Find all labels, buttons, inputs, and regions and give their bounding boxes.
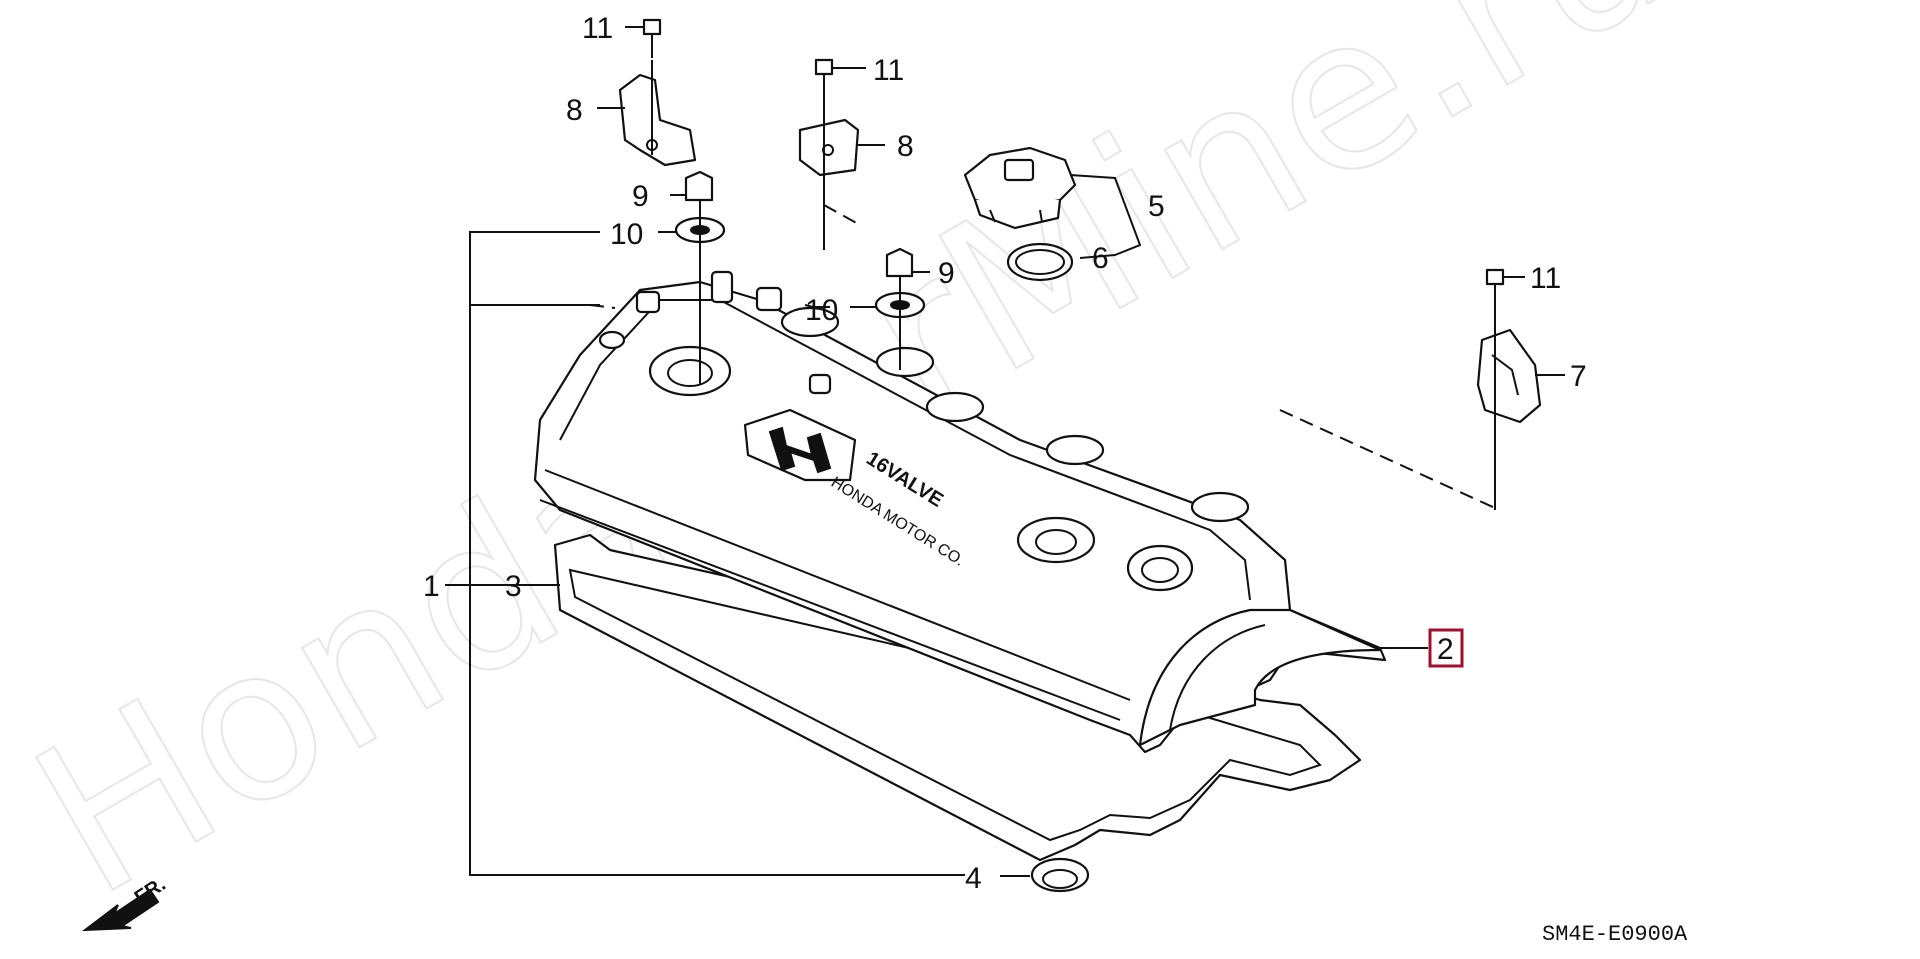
label-part-9-b[interactable]: 9 — [938, 257, 955, 290]
label-part-3[interactable]: 3 — [505, 570, 522, 603]
bolt-well-rear — [1016, 516, 1096, 564]
bolt-11-top-mid[interactable] — [814, 58, 834, 100]
bracket-8-left[interactable] — [618, 73, 697, 167]
label-part-10-b[interactable]: 10 — [805, 294, 838, 327]
label-part-11-a[interactable]: 11 — [582, 12, 613, 45]
label-part-8-b[interactable]: 8 — [897, 130, 914, 163]
label-part-4[interactable]: 4 — [965, 862, 982, 895]
bracket-8-right[interactable] — [798, 118, 860, 177]
valve-cover[interactable]: 16VALVE HONDA MOTOR CO. — [533, 270, 1387, 754]
label-part-10-a[interactable]: 10 — [610, 218, 643, 251]
arrow-icon — [81, 888, 160, 932]
label-part-9-a[interactable]: 9 — [632, 180, 649, 213]
label-part-7[interactable]: 7 — [1570, 360, 1587, 393]
diagram-code: SM4E-E0900A — [1542, 922, 1688, 947]
label-part-8-a[interactable]: 8 — [566, 94, 583, 127]
label-part-11-b[interactable]: 11 — [873, 54, 904, 87]
bolt-11-right[interactable] — [1485, 268, 1505, 310]
oil-filler-cap[interactable] — [963, 146, 1077, 230]
bolt-11-top-left[interactable] — [642, 18, 662, 58]
label-part-5[interactable]: 5 — [1148, 190, 1165, 223]
label-part-11-c[interactable]: 11 — [1530, 262, 1561, 295]
label-part-6[interactable]: 6 — [1092, 242, 1109, 275]
filler-cap-o-ring[interactable] — [1006, 242, 1074, 282]
plug-seal[interactable] — [1030, 857, 1090, 893]
label-part-1[interactable]: 1 — [423, 570, 440, 603]
bracket-7[interactable] — [1476, 328, 1542, 424]
label-part-2-highlight[interactable]: 2 — [1428, 628, 1464, 668]
label-part-2[interactable]: 2 — [1437, 633, 1454, 666]
bolt-well-front — [648, 345, 732, 397]
cap-nut-9-left[interactable] — [684, 170, 714, 202]
cap-nut-9-right[interactable] — [885, 247, 914, 278]
